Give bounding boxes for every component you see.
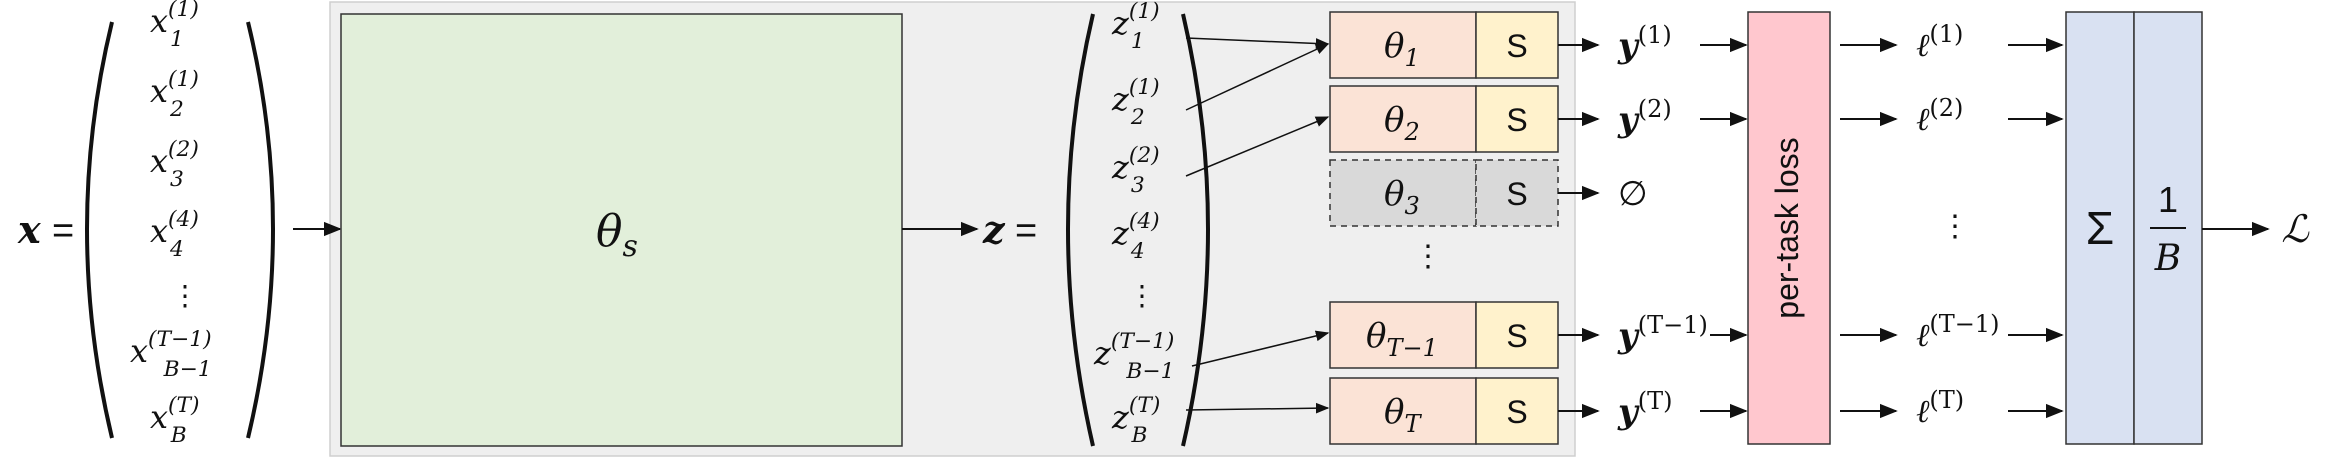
head-theta-box: [1329, 377, 1477, 445]
latent-entry: z(2)3: [1111, 143, 1160, 198]
head-s-label: S: [1506, 176, 1527, 212]
input-equals: =: [52, 210, 74, 252]
latent-entry: z(1)1: [1111, 0, 1160, 54]
task-loss-1: ℓ(1): [1840, 20, 2064, 64]
total-loss: ℒ: [2281, 207, 2310, 251]
head-output: y(1): [1617, 21, 1672, 66]
head-theta-label: θ3: [1384, 174, 1420, 220]
head-theta-box: [1329, 301, 1477, 369]
head-s-label: S: [1506, 28, 1527, 64]
latent-left-paren: [1066, 13, 1095, 447]
head-theta-label: θT−1: [1366, 316, 1438, 362]
head-output: y(T−1): [1617, 311, 1708, 356]
loss-label: ℓ(1): [1916, 20, 1963, 64]
head-s-label: S: [1506, 318, 1527, 354]
loss-label: ℓ(T−1): [1916, 310, 1999, 354]
head-s-box: [1475, 159, 1559, 227]
input-entry: x(1)1: [150, 0, 199, 52]
route-z3: [1185, 116, 1330, 177]
route-zB-1: [1191, 330, 1330, 367]
head-theta-box: [1329, 85, 1477, 153]
head-s-label: S: [1506, 102, 1527, 138]
task-loss-3: ℓ(T−1): [1840, 310, 2064, 354]
head-s-box: [1475, 85, 1559, 153]
latent-dots: ⋮: [1128, 280, 1156, 311]
head-s-box: [1475, 301, 1559, 369]
head-theta-label: θ1: [1384, 26, 1420, 72]
latent-lhs: z: [982, 207, 1006, 252]
sum-box: [2065, 11, 2135, 445]
head-theta-label: θ2: [1384, 100, 1420, 146]
frac-numerator: 1: [2158, 179, 2178, 220]
input-entry: x(T)B: [150, 393, 200, 448]
task-losses: ℓ(1) ℓ(2) ℓ(T−1) ℓ(T): [1840, 20, 2064, 430]
input-lhs: x: [17, 207, 42, 252]
head-s-label: S: [1506, 394, 1527, 430]
right-paren: [246, 21, 275, 439]
input-entry: x(T−1)B−1: [130, 327, 212, 382]
per-task-loss-box: [1747, 11, 1831, 445]
shared-network-label: θs: [596, 206, 638, 264]
head-output: y(2): [1617, 95, 1672, 140]
latent-entry: z(T)B: [1111, 393, 1160, 448]
head-theta-label: θT: [1384, 392, 1422, 438]
input-entry: x(2)3: [150, 137, 199, 192]
latent-right-paren: [1181, 13, 1210, 447]
route-zB: [1185, 402, 1330, 414]
task-loss-4: ℓ(T): [1840, 386, 2064, 430]
sum-symbol: Σ: [2086, 202, 2114, 254]
input-entry: x(1)2: [150, 67, 199, 122]
loss-label: ℓ(T): [1916, 386, 1964, 430]
shared-network-box: [340, 13, 903, 447]
input-entries: x(1)1 x(1)2 x(2)3 x(4)4 x(T−1)B−1 x(T)B ⋮: [130, 0, 212, 448]
loss-label: ℓ(2): [1916, 94, 1963, 138]
latent-entry: z(4)4: [1111, 209, 1160, 264]
frac-denominator: B: [2154, 238, 2181, 279]
task-head-3: θ3 S ∅: [1329, 159, 1648, 227]
heads-dots: ⋮: [1413, 240, 1443, 273]
head-theta-box: [1329, 11, 1477, 79]
input-entry: x(4)4: [150, 207, 199, 262]
input-dots: ⋮: [171, 280, 199, 311]
head-s-box: [1475, 11, 1559, 79]
input-vector: x = x(1)1 x(1)2 x(2)3 x(4)4 x(T−1)B−1 x(T)B ⋮: [17, 0, 275, 448]
latent-vector: z = z(1)1 z(1)2 z(2)3 z(4)4 z(T−1)B−1 z(T)B ⋮: [982, 0, 1210, 448]
latent-equals: =: [1015, 210, 1037, 252]
latent-entry: z(1)2: [1111, 75, 1160, 130]
left-paren: [85, 21, 114, 439]
latent-entry: z(T−1)B−1: [1093, 329, 1174, 384]
latent-entries: z(1)1 z(1)2 z(2)3 z(4)4 z(T−1)B−1 z(T)B ⋮: [1093, 0, 1174, 448]
route-z1: [1185, 37, 1330, 49]
per-task-loss-label: per-task loss: [1769, 137, 1805, 318]
losses-dots: ⋮: [1940, 210, 1970, 243]
head-s-box: [1475, 377, 1559, 445]
task-loss-2: ℓ(2): [1840, 94, 2064, 138]
head-output: y(T): [1617, 387, 1673, 432]
route-z2: [1185, 43, 1330, 111]
head-output: ∅: [1618, 175, 1648, 213]
